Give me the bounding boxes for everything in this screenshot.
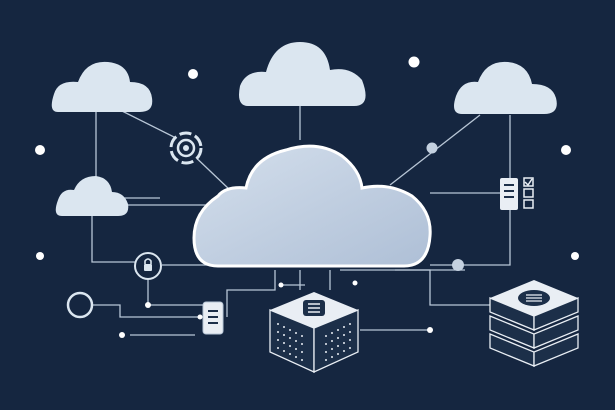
server-vent-dots <box>277 323 351 361</box>
cloud-icon-left <box>55 176 129 216</box>
cloud-icon-top-center <box>239 42 366 106</box>
checklist-icon <box>500 177 534 210</box>
cloud-icon-main <box>192 144 432 268</box>
lock-icon <box>134 252 162 280</box>
server-stack-icon-center <box>269 292 359 374</box>
document-icon <box>202 301 224 335</box>
circle-node-icon <box>66 291 94 319</box>
server-stack-icon-right <box>489 280 579 367</box>
gear-icon <box>169 131 203 165</box>
cloud-icon-top-left <box>51 61 153 112</box>
cloud-icon-top-right <box>454 61 557 114</box>
connector-nodes <box>426 142 464 271</box>
decorative-dots <box>35 56 579 338</box>
